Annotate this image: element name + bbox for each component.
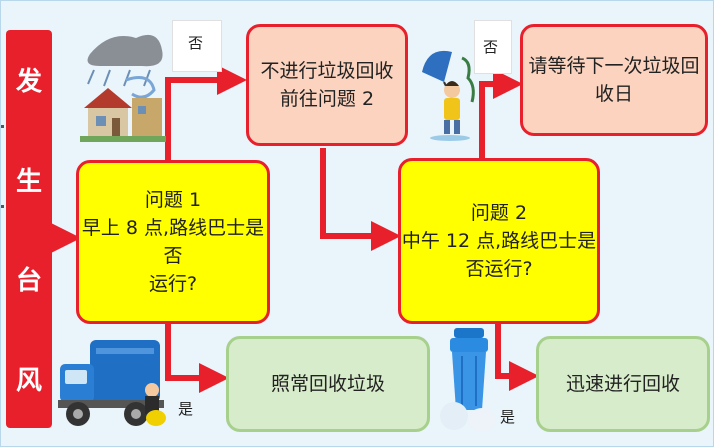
no-label: 否 [483,38,499,56]
trash-can-icon [440,328,496,432]
sidebar-char: 生 [15,166,42,197]
no-label: 否 [188,34,204,52]
label-bg [172,20,222,72]
quick-collection-text: 迅速进行回收 [565,373,680,395]
typhoon-house-icon [80,34,166,142]
sidebar-char: 台 [15,266,42,297]
scan-mark [1,205,4,208]
question-2-box: 问题 2 中午 12 点,路线巴士是 否运行? [398,158,600,324]
wait-next-day-text: 请等待下一次垃圾回收日 [528,55,700,105]
question-1-text: 问题 1 早上 8 点,路线巴士是否 运行? [81,189,265,295]
question-2-text: 问题 2 中午 12 点,路线巴士是 否运行? [401,202,597,280]
arrow-q1-yes [165,322,229,393]
arrow-q2-no [479,69,523,158]
garbage-truck-icon [58,340,166,426]
arrow-q2-yes [495,322,539,391]
sidebar-char: 风 [15,365,42,396]
yes-label: 是 [178,400,194,418]
person-umbrella-icon [422,50,475,141]
wait-next-day-box: 请等待下一次垃圾回收日 [520,24,708,136]
normal-collection-text: 照常回收垃圾 [270,373,385,395]
no-collection-box: 不进行垃圾回收 前往问题 2 [246,24,408,146]
arrow-q1-no [165,65,247,160]
arrow-stop-to-q2 [320,148,401,251]
question-1-box: 问题 1 早上 8 点,路线巴士是否 运行? [76,160,270,324]
quick-collection-box: 迅速进行回收 [536,336,710,432]
yes-label: 是 [500,408,516,426]
no-collection-text: 不进行垃圾回收 前往问题 2 [260,60,394,110]
normal-collection-box: 照常回收垃圾 [226,336,430,432]
scan-mark [1,125,4,128]
sidebar-char: 发 [15,67,42,98]
label-bg [474,20,512,74]
typhoon-sidebar: 发 生 台 风 [6,30,52,428]
